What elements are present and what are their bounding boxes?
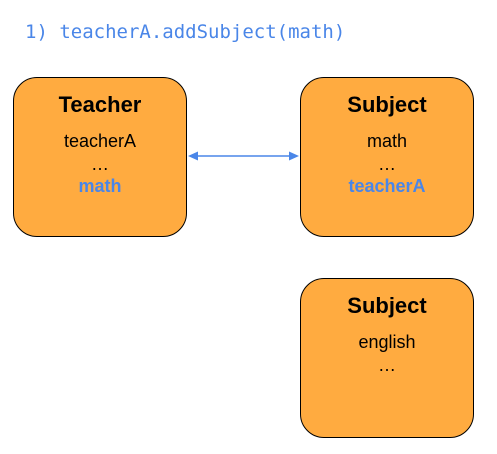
subject-english-box: Subject english … <box>300 278 474 438</box>
code-statement: 1) teacherA.addSubject(math) <box>25 21 346 43</box>
subject-english-title: Subject <box>347 293 427 318</box>
teacher-ellipsis: … <box>91 154 109 174</box>
subject-math-title: Subject <box>347 92 427 117</box>
teacher-title: Teacher <box>58 92 142 117</box>
teacher-name: teacherA <box>63 131 137 151</box>
teacher-box: Teacher teacherA … math <box>13 77 187 237</box>
teacher-subject-reference: math <box>78 176 122 196</box>
subject-teacher-reference: teacherA <box>348 176 426 196</box>
subject-english-ellipsis: … <box>378 355 396 375</box>
arrowhead-left-icon <box>188 151 198 161</box>
subject-math-ellipsis: … <box>378 154 396 174</box>
arrowhead-right-icon <box>289 151 299 161</box>
subject-math-name: math <box>366 131 408 151</box>
subject-math-box: Subject math … teacherA <box>300 77 474 237</box>
subject-english-name: english <box>358 332 416 352</box>
